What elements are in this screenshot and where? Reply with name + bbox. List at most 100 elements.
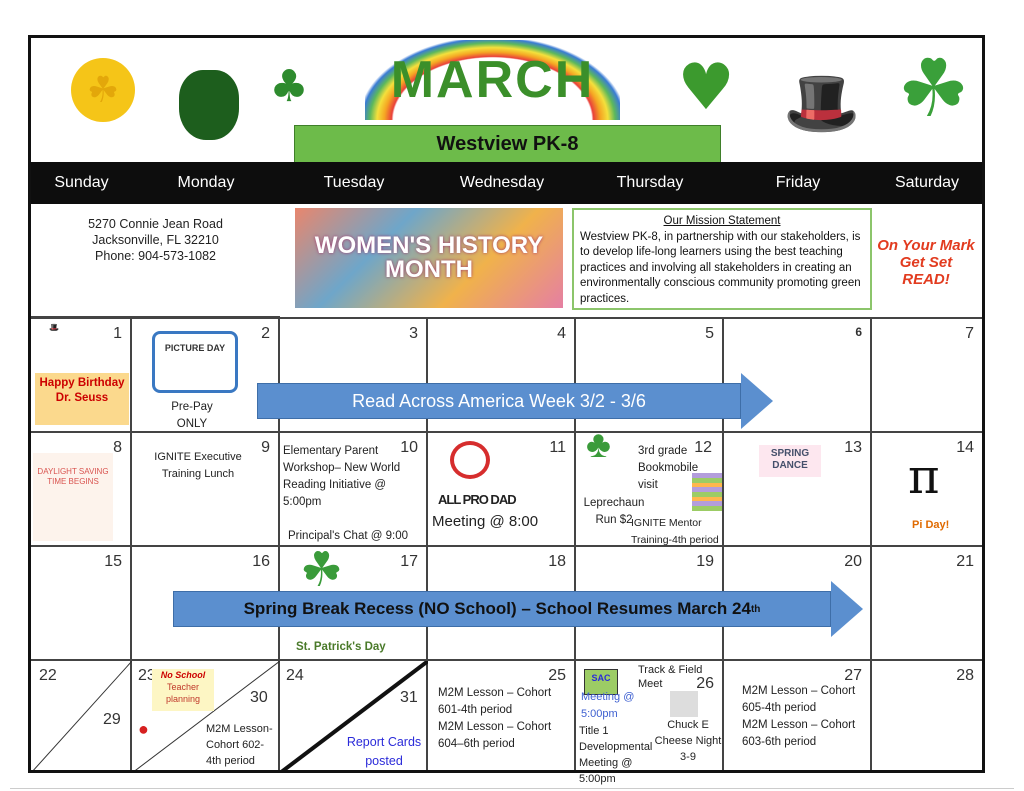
event-leprechaun-run: Leprechaun Run $2 [583, 497, 645, 526]
womens-history-month-banner: WOMEN'S HISTORY MONTH [295, 208, 563, 308]
day-thursday: Thursday [616, 174, 684, 191]
event-m2m-605: M2M Lesson – Cohort 605-4th period [742, 685, 856, 714]
day-cell-6: 6 [724, 319, 872, 433]
date-number: 25 [548, 667, 566, 684]
event-ignite-mentor: IGNITE Mentor Training-4th period [631, 517, 719, 546]
event-m2m-604: M2M Lesson – Cohort 604–6th period [438, 721, 552, 750]
day-cell-23-30: 23 No School Teacher planning ● 30 M2M L… [132, 661, 280, 773]
apple-icon: ● [138, 719, 149, 739]
arrow-head [831, 581, 863, 637]
date-number: 28 [956, 667, 974, 684]
spring-dance-icon: SPRING DANCE [759, 445, 821, 477]
date-number: 24 [286, 667, 304, 684]
date-number: 10 [400, 439, 418, 456]
mission-statement: Our Mission Statement Westview PK-8, in … [572, 208, 872, 310]
date-number: 22 [39, 667, 57, 684]
day-friday: Friday [775, 174, 821, 191]
no-school-label: No School [160, 670, 206, 680]
day-cell-11: 11 ALL PRO DAD Meeting @ 8:00 [428, 433, 576, 547]
event-parent-workshop: Elementary Parent Workshop– New World Re… [283, 445, 401, 508]
event-principals-chat: Principal's Chat @ 9:00 [288, 530, 408, 542]
shamrock-icon: ☘ [897, 41, 970, 135]
day-saturday: Saturday [894, 174, 960, 191]
date-number: 6 [855, 325, 862, 339]
address-line1: 5270 Connie Jean Road [88, 217, 223, 231]
date-number: 1 [113, 325, 122, 342]
date-number: 11 [549, 439, 566, 456]
all-pro-dad-logo: ALL PRO DAD [438, 492, 517, 507]
day-cell-25: 25 M2M Lesson – Cohort 601-4th period M2… [428, 661, 576, 773]
day-cell-13: 13 SPRING DANCE [724, 433, 872, 547]
date-number: 31 [400, 689, 418, 706]
address-block: 5270 Connie Jean Road Jacksonville, FL 3… [31, 204, 280, 318]
day-cell-4: 4 [428, 319, 576, 433]
day-cell-12: 12 ♣ 3rd grade Bookmobile visit Leprecha… [576, 426, 724, 547]
gold-coin-icon: ☘ [71, 58, 135, 122]
date-number: 7 [965, 325, 974, 342]
event-m2m-602: M2M Lesson- Cohort 602- 4th period [206, 723, 273, 767]
spring-break-arrow: Spring Break Recess (NO School) – School… [173, 580, 863, 638]
date-number: 29 [103, 711, 121, 728]
date-number: 4 [557, 325, 566, 342]
date-number: 23 [138, 667, 156, 684]
calendar-frame [28, 35, 985, 773]
arrow-text: Spring Break Recess (NO School) – School… [243, 599, 751, 618]
diagonal-divider [280, 661, 428, 773]
address-line2: Jacksonville, FL 32210 [92, 233, 219, 247]
date-number: 20 [844, 553, 862, 570]
date-number: 13 [844, 439, 862, 456]
picture-day-icon: PICTURE DAY [152, 331, 238, 393]
day-cell-14: 14 π Pi Day! [872, 433, 982, 547]
arrow-label: Read Across America Week 3/2 - 3/6 [257, 383, 741, 419]
event-st-patricks-day: St. Patrick's Day [296, 641, 386, 653]
event-all-pro-dad-meeting: Meeting @ 8:00 [432, 513, 539, 530]
event-m2m-601: M2M Lesson – Cohort 601-4th period [438, 687, 552, 716]
day-cell-21: 21 [872, 547, 982, 661]
event-track-field: Track & Field Meet [638, 664, 703, 690]
day-cell-2: 2 PICTURE DAY Pre-Pay ONLY [132, 319, 280, 433]
address-phone: Phone: 904-573-1082 [95, 249, 216, 263]
date-number: 19 [696, 553, 714, 570]
event-dr-seuss-birthday: Happy Birthday Dr. Seuss [35, 373, 129, 425]
weekday-header: Sunday Monday Tuesday Wednesday Thursday… [31, 162, 982, 204]
school-name-banner: Westview PK-8 [294, 125, 721, 163]
event-title1-meeting: Title 1 Developmental Meeting @ 5:00pm [579, 725, 653, 785]
mission-title: Our Mission Statement [663, 215, 781, 227]
day-cell-7: 7 [872, 319, 982, 433]
event-bookmobile: 3rd grade Bookmobile visit [638, 445, 699, 491]
date-number: 30 [250, 689, 268, 706]
heart-icon: ♥ [677, 51, 735, 125]
day-cell-27: 27 M2M Lesson – Cohort 605-4th period M2… [724, 661, 872, 773]
leprechaun-icon: ♣ [269, 60, 309, 112]
day-sunday: Sunday [54, 174, 109, 191]
reading-logo: On Your Mark Get Set READ! [877, 237, 975, 288]
event-pi-day: Pi Day! [912, 519, 950, 531]
day-cell-1: 1 🎩 Happy Birthday Dr. Seuss [31, 319, 132, 433]
date-number: 16 [252, 553, 270, 570]
arrow-label: Spring Break Recess (NO School) – School… [173, 591, 831, 627]
arrow-head [741, 373, 773, 429]
divider [10, 788, 1014, 789]
chuck-e-cheese-icon [670, 691, 698, 717]
date-number: 9 [261, 439, 270, 456]
diagonal-divider [31, 661, 132, 773]
arrow-sup: th [750, 603, 761, 615]
date-number: 15 [104, 553, 122, 570]
event-picture-day: Pre-Pay ONLY [171, 401, 213, 430]
sac-icon: SAC [584, 669, 618, 695]
date-number: 27 [844, 667, 862, 684]
day-cell-9: 9 IGNITE Executive Training Lunch [132, 433, 280, 547]
day-cell-5: 5 [576, 319, 724, 433]
month-title: MARCH [365, 40, 620, 120]
top-hat-icon: 🎩 [783, 66, 861, 139]
event-ignite-lunch: IGNITE Executive Training Lunch [154, 451, 242, 480]
date-number: 2 [261, 325, 270, 342]
divider [31, 317, 982, 319]
day-cell-10: 10 Elementary Parent Workshop– New World… [280, 433, 428, 547]
day-cell-26: 26 SAC Track & Field Meet Meeting @ 5:00… [576, 661, 724, 785]
day-wednesday: Wednesday [459, 174, 545, 191]
date-number: 5 [705, 325, 714, 342]
date-number: 18 [548, 553, 566, 570]
event-no-school: No School Teacher planning [152, 669, 214, 711]
mission-text: Westview PK-8, in partnership with our s… [580, 230, 861, 305]
